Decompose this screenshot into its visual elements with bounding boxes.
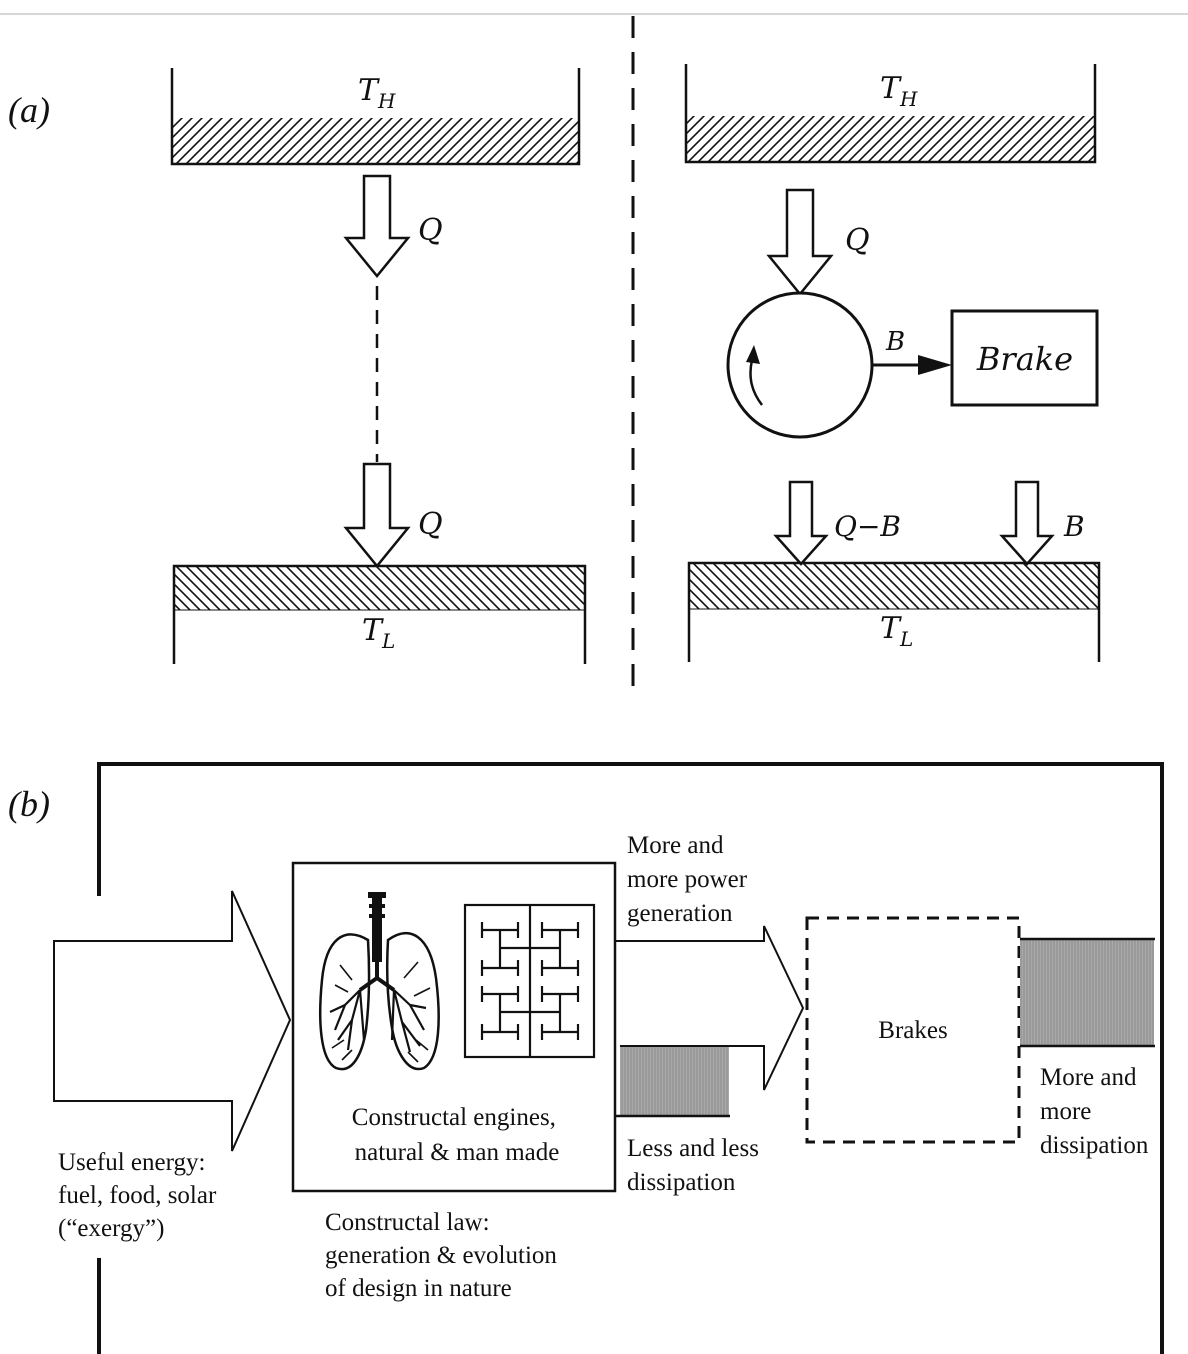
panel-a-label: (a) [8, 90, 50, 130]
more-dissipation-text: More and more dissipation [1040, 1064, 1149, 1159]
power-generation-text: More and more power generation [627, 832, 753, 927]
b-out-arrow [999, 480, 1055, 566]
brakes-label: Brakes [878, 1017, 947, 1044]
left-q-top-label: Q [418, 213, 443, 248]
b-arrow-label: B [885, 327, 905, 357]
q-minus-b-arrow [773, 480, 829, 566]
left-cold-label: TL [362, 613, 395, 653]
constructal-law-text: Constructal law: generation & evolution … [325, 1209, 563, 1302]
left-cold-reservoir: TL [172, 564, 587, 664]
brake-box [950, 309, 1099, 407]
brake-label: Brake [976, 340, 1073, 378]
left-q-arrow-top [343, 174, 411, 278]
left-hot-reservoir: TH [170, 68, 581, 166]
useful-energy-text: Useful energy: fuel, food, solar (“exerg… [58, 1149, 223, 1242]
useful-energy-arrow [53, 890, 292, 1152]
b-arrow-head [918, 355, 952, 375]
less-dissipation-text: Less and less dissipation [627, 1135, 765, 1196]
rotation-arrow-icon [749, 359, 763, 406]
less-dissipation-block [615, 1045, 730, 1118]
left-q-arrow-bottom [343, 462, 411, 568]
panel-b-frame [97, 762, 1164, 1354]
right-q-arrow [766, 188, 834, 296]
brakes-box [805, 916, 1021, 1144]
left-hot-label: TH [358, 73, 396, 113]
b-out-label: B [1063, 510, 1085, 543]
lungs-icon [318, 892, 440, 1071]
right-cold-reservoir: TL [687, 561, 1101, 662]
left-q-bottom-label: Q [418, 507, 443, 542]
constructal-engines-text: Constructal engines, natural & man made [352, 1104, 562, 1166]
right-hot-reservoir: TH [684, 64, 1097, 164]
right-q-label: Q [845, 223, 870, 258]
power-generation-arrow [615, 925, 805, 1091]
right-hot-label: TH [880, 71, 918, 111]
more-dissipation-block [1020, 937, 1155, 1048]
q-minus-b-label: Q−B [834, 510, 901, 543]
right-cold-label: TL [880, 611, 913, 651]
h-tree-icon [463, 903, 596, 1059]
engine-circle [726, 291, 874, 439]
panel-b-label: (b) [8, 784, 50, 824]
